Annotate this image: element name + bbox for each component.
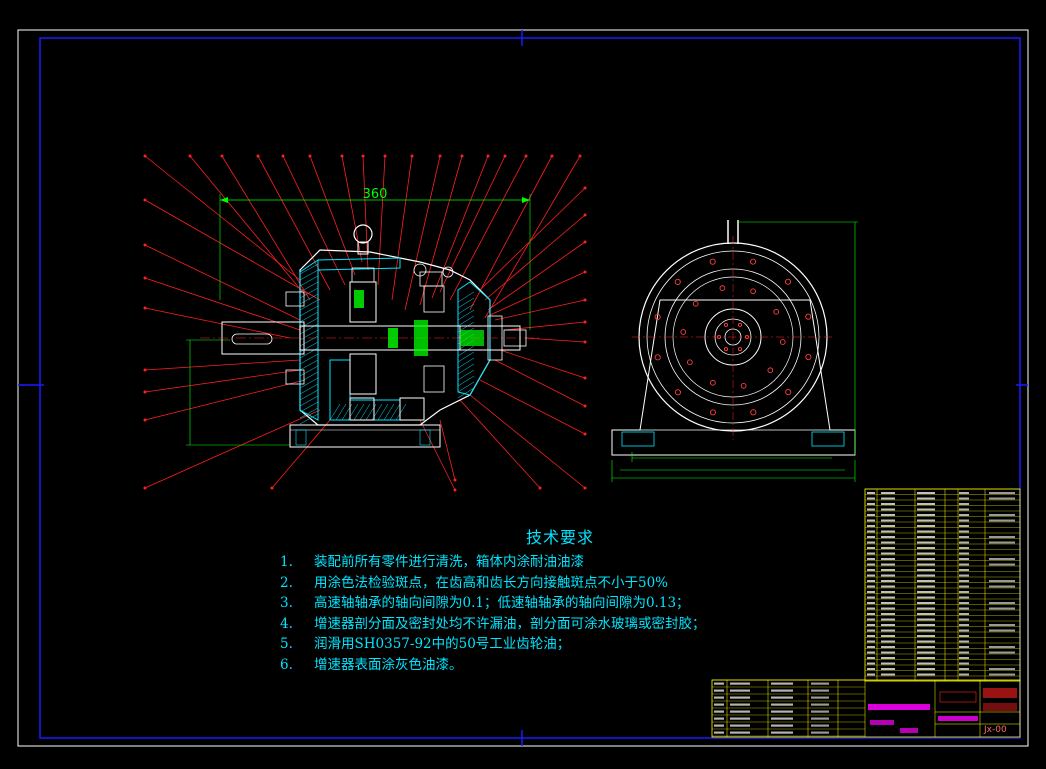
tech-requirement-text: 增速器剖分面及密封处均不许漏油，剖分面可涂水玻璃或密封胶； bbox=[314, 615, 706, 632]
tech-requirement-item: 5. 润滑用SH0357-92中的50号工业齿轮油； bbox=[280, 634, 840, 655]
parts-list-table bbox=[864, 488, 1021, 682]
tech-requirement-number: 3. bbox=[280, 595, 293, 611]
tech-requirement-text: 增速器表面涂灰色油漆。 bbox=[314, 656, 463, 673]
title-block bbox=[711, 679, 1021, 738]
drawing-code: Jx-00 bbox=[984, 725, 1007, 735]
tech-requirement-item: 2. 用涂色法检验斑点，在齿高和齿长方向接触斑点不小于50% bbox=[280, 573, 840, 594]
tech-requirement-text: 高速轴轴承的轴向间隙为0.1；低速轴轴承的轴向间隙为0.13； bbox=[314, 595, 690, 611]
tech-requirement-number: 2. bbox=[280, 574, 293, 591]
tech-requirement-number: 6. bbox=[280, 656, 293, 673]
tech-requirement-text: 用涂色法检验斑点，在齿高和齿长方向接触斑点不小于50% bbox=[314, 574, 669, 591]
drawing-frame bbox=[17, 29, 1029, 747]
tech-requirement-text: 润滑用SH0357-92中的50号工业齿轮油； bbox=[314, 636, 571, 652]
tech-requirement-text: 装配前所有零件进行清洗，箱体内涂耐油油漆 bbox=[314, 554, 584, 570]
side-view bbox=[611, 220, 858, 482]
technical-requirements: 技术要求 1. 装配前所有零件进行清洗，箱体内涂耐油油漆 2. 用涂色法检验斑点，在齿… bbox=[280, 524, 840, 675]
tech-requirement-number: 1. bbox=[280, 554, 293, 570]
tech-requirements-title: 技术要求 bbox=[525, 528, 594, 547]
overall-length-dimension: 360 bbox=[219, 187, 531, 330]
leader-lines bbox=[144, 155, 586, 491]
tech-requirement-number: 5. bbox=[280, 636, 293, 652]
tech-requirement-item: 3. 高速轴轴承的轴向间隙为0.1；低速轴轴承的轴向间隙为0.13； bbox=[280, 593, 840, 614]
leader-balloons bbox=[143, 154, 587, 492]
tech-requirement-item: 1. 装配前所有零件进行清洗，箱体内涂耐油油漆 bbox=[280, 552, 840, 573]
tech-requirements-list: 1. 装配前所有零件进行清洗，箱体内涂耐油油漆 2. 用涂色法检验斑点，在齿高和齿长方… bbox=[280, 552, 840, 675]
tech-requirement-item: 6. 增速器表面涂灰色油漆。 bbox=[280, 655, 840, 676]
dimension-360-label: 360 bbox=[363, 187, 388, 202]
tech-requirement-item: 4. 增速器剖分面及密封处均不许漏油，剖分面可涂水玻璃或密封胶； bbox=[280, 614, 840, 635]
tech-requirement-number: 4. bbox=[280, 615, 293, 632]
front-section-view: 360 bbox=[186, 187, 540, 448]
